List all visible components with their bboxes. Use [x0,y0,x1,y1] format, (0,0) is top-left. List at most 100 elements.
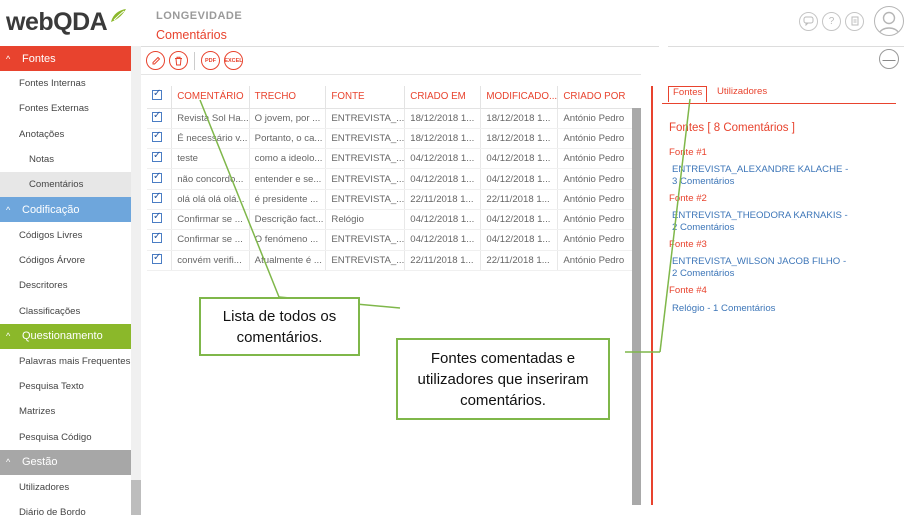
row-checkbox[interactable] [147,229,172,251]
sidebar-section-label: Gestão [22,456,58,469]
sidebar-item[interactable]: Classificações [19,305,81,317]
column-header-fonte[interactable]: FONTE [325,86,405,109]
sidebar-section[interactable]: ^Fontes [0,46,131,71]
callout-sources-users: Fontes comentadas e utilizadores que ins… [396,338,610,420]
table-scrollbar[interactable] [632,108,641,505]
table-cell: Confirmar se ... [171,209,250,231]
table-cell: ENTREVISTA_... [325,108,405,129]
sidebar-item[interactable]: Palavras mais Frequentes [19,355,131,367]
sidebar-section-label: Codificação [22,203,80,216]
table-row[interactable]: convém verifi...Atualmente é ...ENTREVIS… [147,250,632,271]
table-cell: 04/12/2018 1... [404,209,481,231]
sidebar-scrollbar[interactable] [131,46,141,515]
tab-fontes[interactable]: Fontes [668,86,708,102]
table-cell: António Pedro [557,229,632,251]
sidebar-section[interactable]: ^Questionamento [0,323,131,349]
sidebar-item[interactable]: Descritores [19,280,68,292]
tab-utilizadores[interactable]: Utilizadores [717,86,768,97]
header-divider-right [668,46,904,47]
table-cell: 18/12/2018 1... [480,128,558,150]
document-icon[interactable] [845,11,864,31]
table-cell: 04/12/2018 1... [404,229,481,251]
table-cell: António Pedro [557,209,632,231]
sidebar-item[interactable]: Comentários [0,172,131,198]
table-cell: 18/12/2018 1... [404,108,481,129]
row-checkbox[interactable] [147,168,172,190]
top-icons: ? [799,6,904,36]
sidebar-item[interactable]: Fontes Internas [19,78,86,90]
sidebar-item[interactable]: Matrizes [19,406,56,418]
table-row[interactable]: não concordo...entender e se...ENTREVIST… [147,168,632,190]
toolbar: PDF EXCEL [146,51,243,70]
source-label: Fonte #4 [669,285,707,296]
sidebar-item[interactable]: Pesquisa Código [19,431,92,443]
column-header-criado-por[interactable]: CRIADO POR [557,86,632,109]
page-title: Comentários [156,28,227,42]
logo[interactable]: webQDA [6,4,127,40]
table-cell: ENTREVISTA_... [325,250,405,271]
table-cell: António Pedro [557,128,632,150]
table-cell: ENTREVISTA_... [325,168,405,190]
logo-text: webQDA [6,7,108,36]
table-row[interactable]: Confirmar se ...O fenómeno ...ENTREVISTA… [147,229,632,251]
source-link[interactable]: ENTREVISTA_ALEXANDRE KALACHE - 3 Comentá… [672,164,849,187]
edit-icon[interactable] [146,51,165,70]
source-link[interactable]: Relógio - 1 Comentários [672,303,776,314]
export-pdf-button[interactable]: PDF [201,51,220,70]
collapse-panel-icon[interactable]: — [879,49,899,69]
column-header-trecho[interactable]: TRECHO [248,86,326,109]
chevron-up-icon: ^ [6,457,11,468]
sidebar-item[interactable]: Anotações [19,128,65,140]
sidebar-item[interactable]: Códigos Árvore [19,254,86,266]
sidebar-item[interactable]: Notas [29,154,55,166]
row-checkbox[interactable] [147,128,172,150]
source-label: Fonte #2 [669,193,707,204]
select-all-checkbox[interactable] [147,86,172,109]
table-cell: É necessário v... [171,128,250,150]
chat-icon[interactable] [799,11,818,31]
row-checkbox[interactable] [147,209,172,231]
sidebar-scrollbar-thumb[interactable] [131,480,141,515]
table-row[interactable]: Revista Sol Ha...O jovem, por ...ENTREVI… [147,108,632,129]
chevron-up-icon: ^ [6,204,11,215]
source-link[interactable]: ENTREVISTA_WILSON JACOB FILHO - 2 Coment… [672,256,847,279]
table-cell: 04/12/2018 1... [480,209,558,231]
sidebar-item[interactable]: Diário de Bordo [19,507,86,515]
sidebar-item[interactable]: Fontes Externas [19,103,89,115]
column-header-modificado[interactable]: MODIFICADO... [480,86,558,109]
column-header-criado-em[interactable]: CRIADO EM [404,86,481,109]
help-icon[interactable]: ? [822,11,841,31]
trash-icon[interactable] [169,51,188,70]
sidebar-section[interactable]: ^ Codificação [0,197,131,223]
user-avatar-icon[interactable] [874,6,904,36]
source-link[interactable]: ENTREVISTA_THEODORA KARNAKIS - 2 Comentá… [672,210,848,233]
header-divider [141,46,659,47]
row-checkbox[interactable] [147,250,172,271]
sidebar-item[interactable]: Códigos Livres [19,229,83,241]
leaf-icon [111,9,127,22]
table-row[interactable]: É necessário v...Portanto, o ca...ENTREV… [147,128,632,150]
source-label: Fonte #3 [669,239,707,250]
table-cell: 22/11/2018 1... [404,189,481,210]
table-cell: Atualmente é ... [248,250,326,271]
column-header-comentario[interactable]: COMENTÁRIO [171,86,250,109]
table-cell: entender e se... [248,168,326,190]
row-checkbox[interactable] [147,189,172,210]
table-cell: como a ideolo... [248,148,326,170]
sidebar-item[interactable]: Utilizadores [19,482,70,493]
sidebar-item[interactable]: Pesquisa Texto [19,381,84,393]
table-cell: António Pedro [557,148,632,170]
table-header-row: COMENTÁRIO TRECHO FONTE CRIADO EM MODIFI… [147,86,632,109]
sidebar-section[interactable]: ^ Gestão [0,449,131,475]
row-checkbox[interactable] [147,148,172,170]
export-excel-button[interactable]: EXCEL [224,51,243,70]
table-cell: Revista Sol Ha... [171,108,250,129]
row-checkbox[interactable] [147,108,172,129]
table-cell: 18/12/2018 1... [480,108,558,129]
table-cell: teste [171,148,250,170]
table-row[interactable]: olá olá olá olá...é presidente ...ENTREV… [147,189,632,210]
table-row[interactable]: Confirmar se ...Descrição fact...Relógio… [147,209,632,231]
